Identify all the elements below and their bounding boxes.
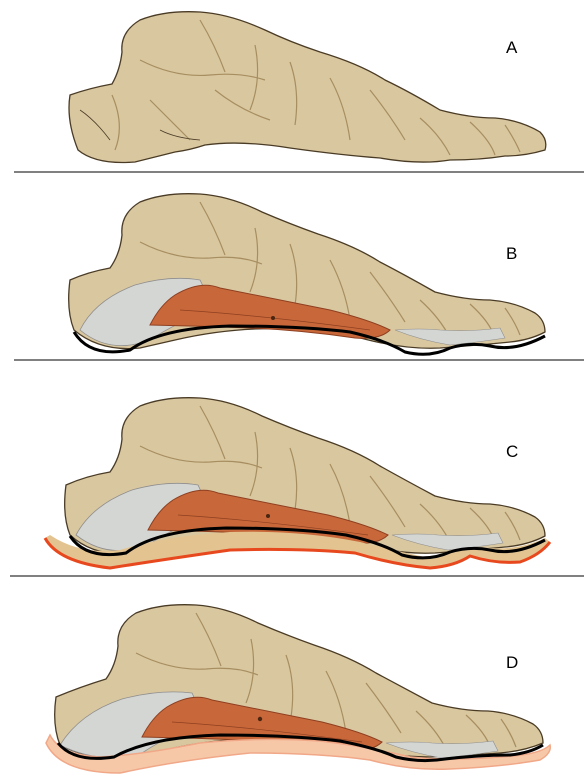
panel-label-d: D [506,653,518,673]
panel-b: B [0,180,584,370]
panel-label-b: B [506,244,517,264]
panel-d-drawing [0,585,584,780]
panel-a: A [0,0,584,180]
foot-skeleton [69,12,546,163]
panel-d: D [0,585,584,780]
panel-label-c: C [506,442,518,462]
panel-c: C [0,370,584,585]
panel-a-drawing [0,0,584,180]
panel-c-drawing [0,370,584,585]
panel-b-drawing [0,180,584,370]
panel-label-a: A [506,38,517,58]
